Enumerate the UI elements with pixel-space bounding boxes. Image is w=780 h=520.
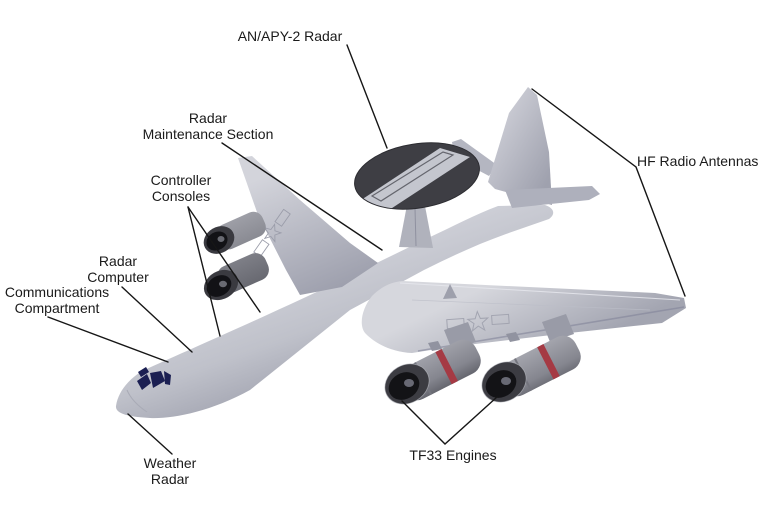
label-line: Radar [188, 110, 228, 126]
label-tf33-engines: TF33 Engines [409, 447, 497, 463]
leader-tf33 [401, 396, 498, 445]
wing-panel-line [411, 299, 651, 311]
fuselage [115, 205, 554, 419]
right-wing [361, 281, 686, 353]
label-line: Weather [143, 455, 197, 471]
flap-fairing-1 [428, 341, 442, 351]
label-line: Communications [4, 284, 110, 300]
leader-radar-maintenance [221, 142, 383, 251]
left-engine-outboard [203, 211, 266, 254]
label-controller-consoles: Controller Consoles [81, 172, 281, 204]
label-line: Controller [150, 172, 212, 188]
nose-radome-seam [126, 389, 148, 413]
right-horizontal-stabilizer [505, 186, 600, 208]
leader-consoles-1 [187, 206, 261, 313]
leader-radar-computer [121, 286, 193, 353]
leader-apy2-radar [346, 44, 388, 149]
rotodome-stripe-panel [370, 151, 455, 202]
rotodome-pylon-seam [414, 207, 417, 247]
rotodome-pylon [399, 205, 433, 248]
left-engine-inboard [203, 253, 269, 301]
label-an-apy-2-radar: AN/APY-2 Radar [237, 28, 343, 44]
left-wing [238, 156, 378, 295]
label-line: Consoles [151, 188, 211, 204]
label-hf-radio-antennas: HF Radio Antennas [637, 153, 759, 169]
label-line: Maintenance Section [142, 126, 274, 142]
vertical-stabilizer [488, 87, 552, 205]
leader-consoles-2 [187, 206, 221, 337]
cockpit-windows [137, 367, 171, 390]
label-radar-maintenance-section: Radar Maintenance Section [108, 110, 308, 142]
label-line: Radar [150, 471, 190, 487]
right-engine-pylon-outboard [542, 314, 574, 342]
leader-hf-antennas [531, 88, 686, 297]
leader-lines [47, 44, 686, 455]
right-engine-inboard [384, 339, 481, 405]
inboard-pylon-tip [443, 284, 457, 299]
rotodome [354, 142, 480, 212]
label-line: Radar [98, 253, 138, 269]
label-line: Computer [87, 269, 149, 285]
wing-leading-edge-highlight [399, 282, 681, 301]
leader-communications [47, 316, 169, 363]
label-line: Compartment [14, 300, 100, 316]
label-communications-compartment: Communications Compartment [0, 284, 114, 316]
label-weather-radar: Weather Radar [120, 455, 220, 487]
leader-weather-radar [127, 413, 173, 455]
label-radar-computer: Radar Computer [18, 253, 218, 285]
right-engine-outboard [481, 335, 581, 403]
flap-fairing-2 [506, 332, 520, 342]
